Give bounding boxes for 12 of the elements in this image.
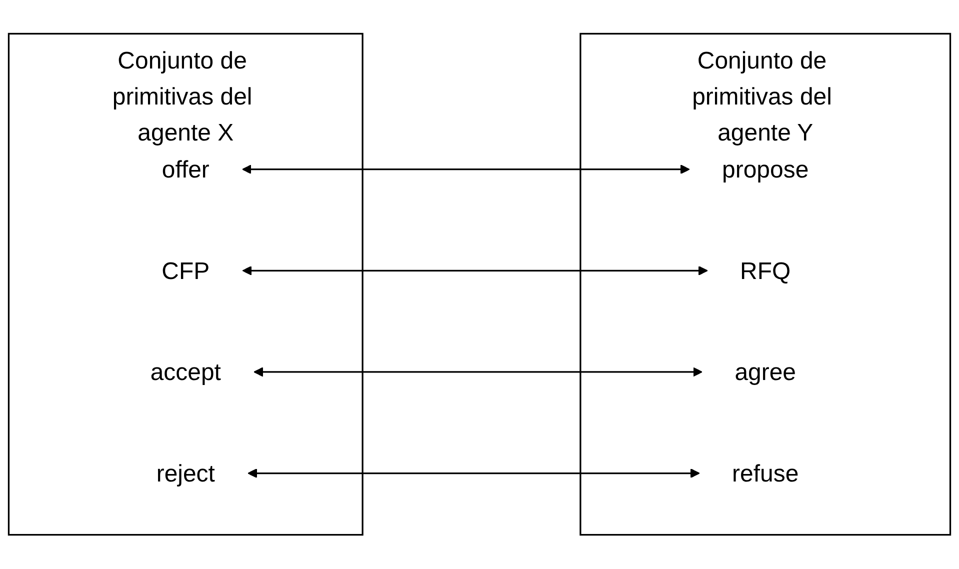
arrow xyxy=(242,266,708,276)
node-text: agree xyxy=(734,358,796,386)
node-text: reject xyxy=(156,460,215,488)
arrow xyxy=(254,367,702,377)
node-text: refuse xyxy=(732,460,799,488)
node-text: RFQ xyxy=(740,257,791,284)
node-text: propose xyxy=(722,156,809,184)
node-text: CFP xyxy=(162,257,210,284)
node-text: offer xyxy=(162,156,210,184)
arrow xyxy=(248,468,700,478)
arrow xyxy=(242,164,690,174)
node-text: accept xyxy=(150,358,221,386)
